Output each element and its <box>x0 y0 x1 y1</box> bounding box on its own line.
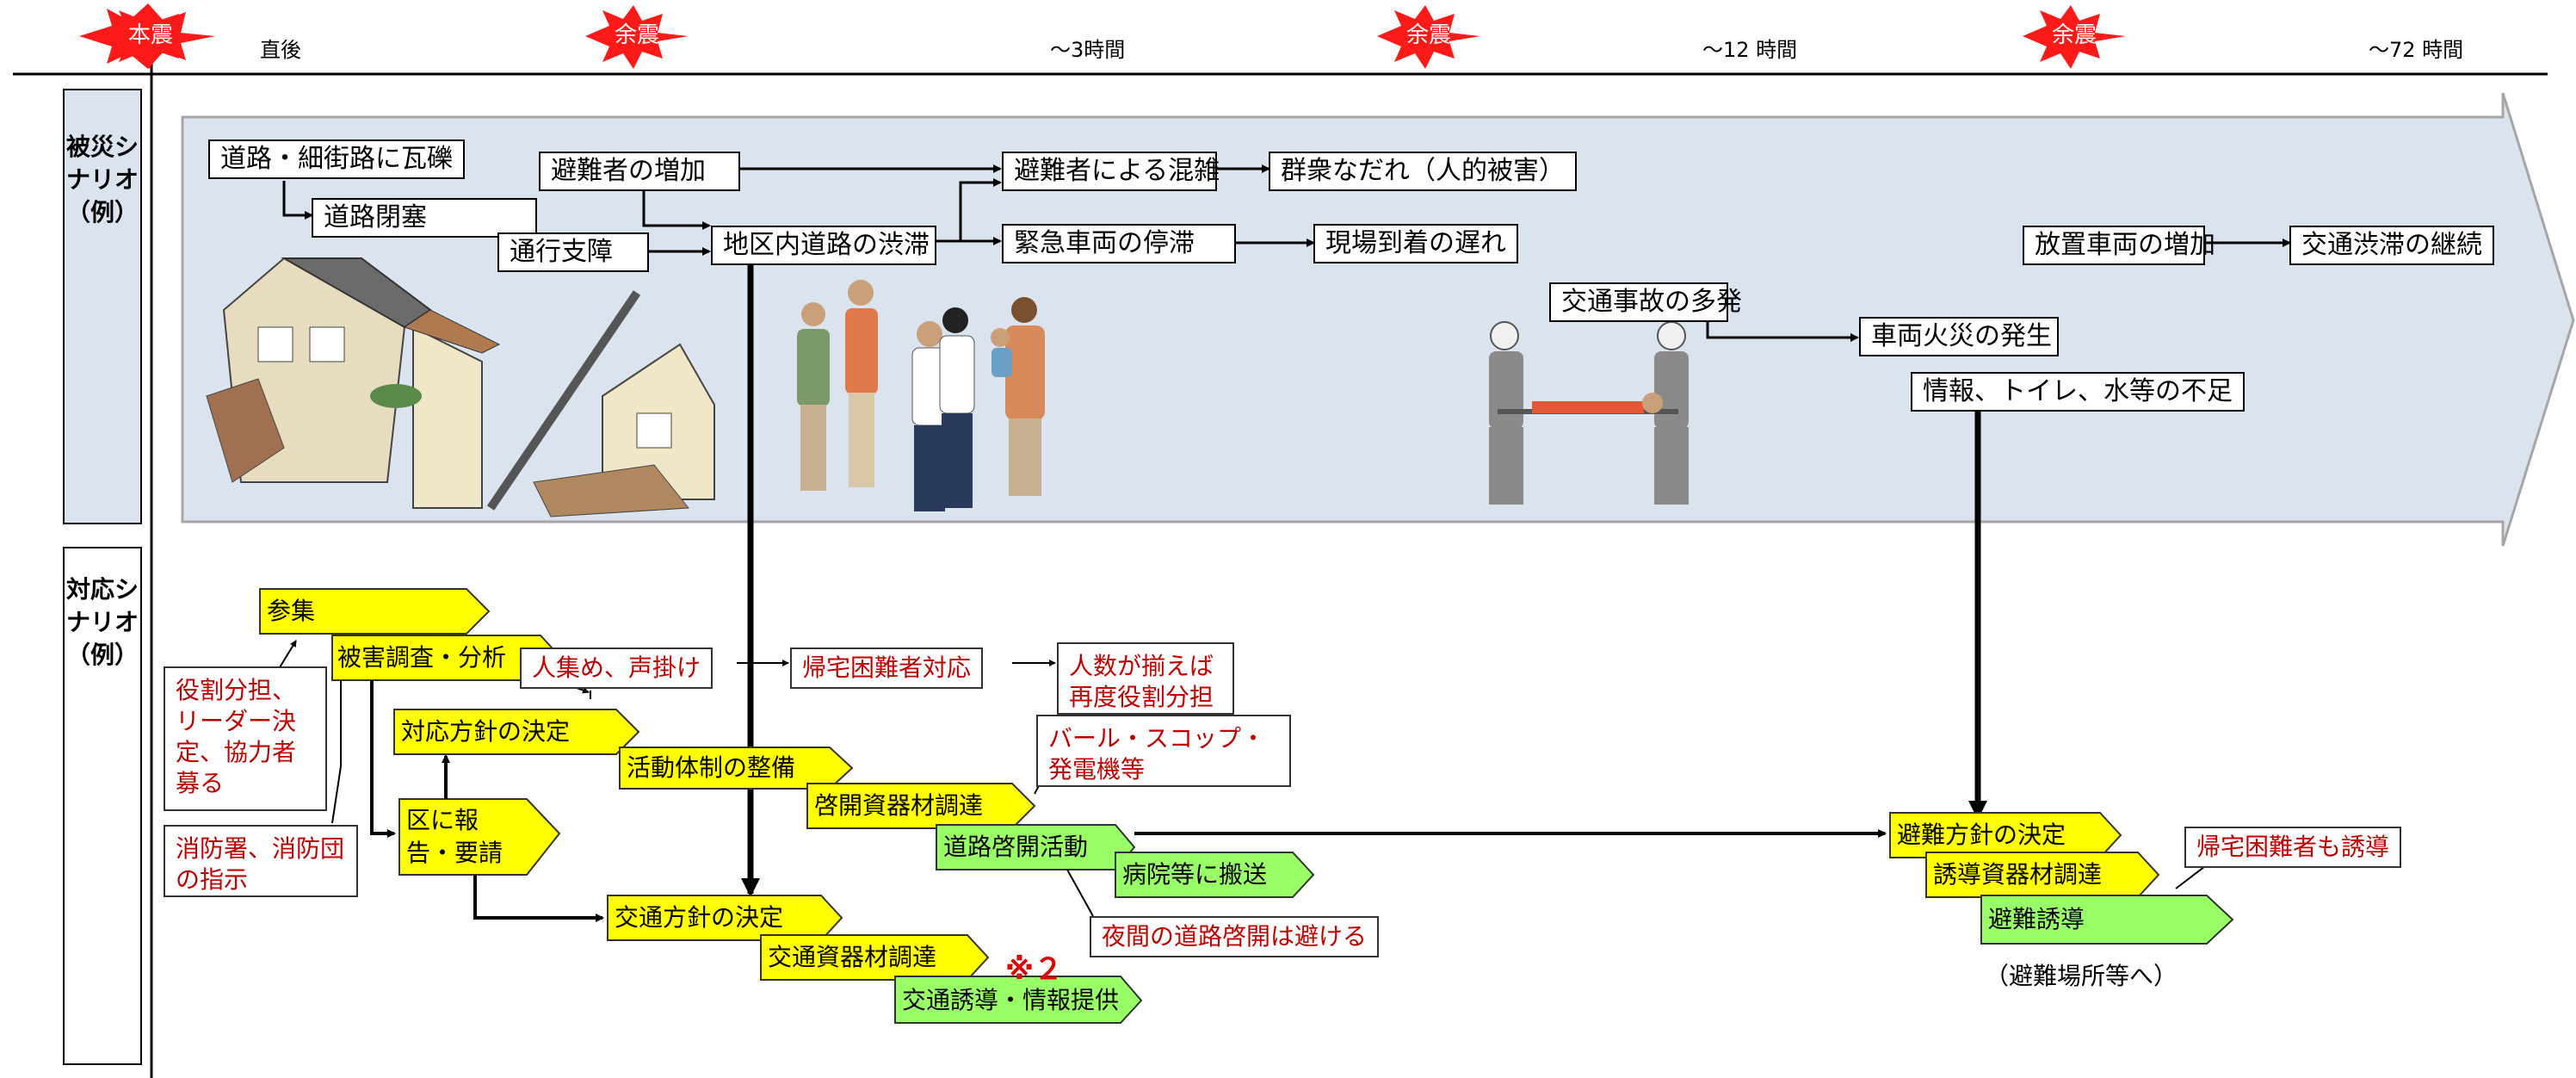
chev-equipment <box>806 783 1036 829</box>
aftershock-2-label: 余震 <box>1405 22 1451 48</box>
label-evac-policy: 避難方針の決定 <box>1897 821 2066 849</box>
box-debris: 道路・細街路に瓦礫 <box>208 139 465 179</box>
label-clearing: 道路啓開活動 <box>943 833 1089 861</box>
time-immediate: 直後 <box>260 38 301 62</box>
box-traffic-obstruction: 通行支障 <box>497 232 649 272</box>
box-abandoned-vehicles: 放置車両の増加 <box>2023 226 2215 265</box>
main-quake-label: 本震 <box>127 22 173 48</box>
note-reassign: 人数が揃えば再度役割分担 <box>1057 642 1234 715</box>
aftershock-3-label: 余震 <box>2051 22 2097 48</box>
box-vehicle-fire: 車両火災の発生 <box>1859 317 2059 356</box>
time-3h: ～3時間 <box>1050 38 1126 62</box>
box-continued-jam: 交通渋滞の継続 <box>2289 226 2494 265</box>
chev-evac-equipment <box>1925 852 2160 898</box>
chev-assemble <box>259 588 491 635</box>
label-evac-equipment: 誘導資器材調達 <box>1933 860 2103 889</box>
damage-scenario-label: 被災シナリオ（例） <box>65 133 139 226</box>
note-tools: バール・スコップ・発電機等 <box>1036 715 1291 787</box>
box-emergency-stuck: 緊急車両の停滞 <box>1002 224 1236 263</box>
evacuees-illustration <box>797 280 1045 511</box>
label-assemble: 参集 <box>267 597 316 625</box>
label-org: 活動体制の整備 <box>627 753 796 782</box>
time-12h: ～12 時間 <box>1702 38 1798 62</box>
note-fire-dept: 消防署、消防団の指示 <box>164 825 358 897</box>
box-arrival-delay: 現場到着の遅れ <box>1313 224 1518 263</box>
box-crowd-crush: 群衆なだれ（人的被害） <box>1269 152 1577 191</box>
aftershock-1-label: 余震 <box>614 22 659 48</box>
label-hospital: 病院等に搬送 <box>1122 860 1268 889</box>
box-congestion-local: 地区内道路の渋滞 <box>711 226 936 265</box>
label-survey: 被害調査・分析 <box>337 643 507 672</box>
chev-evac-guidance <box>1980 895 2234 945</box>
label-evac-guidance: 避難誘導 <box>1988 905 2085 933</box>
chev-org <box>619 747 854 790</box>
box-evacuee-increase: 避難者の増加 <box>539 152 740 191</box>
note-mark: ※２ <box>1005 952 1064 987</box>
response-arrows <box>276 640 2213 922</box>
chev-report <box>398 798 561 876</box>
burst-aftershock-1 <box>585 5 689 69</box>
chev-traffic-equipment <box>760 934 990 981</box>
burst-aftershock-3 <box>2023 5 2126 69</box>
note-stranded-guide: 帰宅困難者も誘導 <box>2184 827 2402 868</box>
response-chevrons <box>259 588 2234 1024</box>
label-policy: 対応方針の決定 <box>401 717 571 746</box>
damage-side-panel <box>63 89 142 524</box>
burst-aftershock-2 <box>1377 5 1480 69</box>
box-shortage: 情報、トイレ、水等の不足 <box>1911 372 2245 412</box>
chev-policy <box>393 709 640 755</box>
note-night: 夜間の道路啓開は避ける <box>1090 916 1380 957</box>
stretcher-illustration <box>1489 321 1689 505</box>
note-stranded: 帰宅困難者対応 <box>790 647 984 689</box>
note-gather: 人集め、声掛け <box>520 647 713 689</box>
chev-traffic-guidance <box>894 976 1143 1024</box>
chev-evac-policy <box>1889 812 2122 858</box>
chev-traffic-policy <box>607 895 843 941</box>
box-accidents: 交通事故の多発 <box>1549 282 1742 322</box>
label-equipment: 啓開資器材調達 <box>814 791 984 820</box>
box-road-closure: 道路閉塞 <box>312 198 537 238</box>
collapsed-houses-illustration <box>206 257 715 517</box>
label-traffic-equipment: 交通資器材調達 <box>768 943 937 971</box>
box-crowding: 避難者による混雑 <box>1002 152 1220 191</box>
label-report: 区に報告・要請 <box>406 806 503 867</box>
response-scenario-label: 対応シナリオ（例） <box>65 575 139 669</box>
label-traffic-guidance: 交通誘導・情報提供 <box>902 986 1120 1014</box>
note-roles: 役割分担、リーダー決定、協力者募る <box>164 666 327 811</box>
note-to-shelter: （避難場所等へ） <box>1985 962 2178 990</box>
label-traffic-policy: 交通方針の決定 <box>615 903 784 932</box>
time-72h: ～72 時間 <box>2369 38 2464 62</box>
chev-hospital <box>1115 852 1315 898</box>
burst-main-fill <box>79 3 215 69</box>
response-side-panel <box>63 547 142 1065</box>
